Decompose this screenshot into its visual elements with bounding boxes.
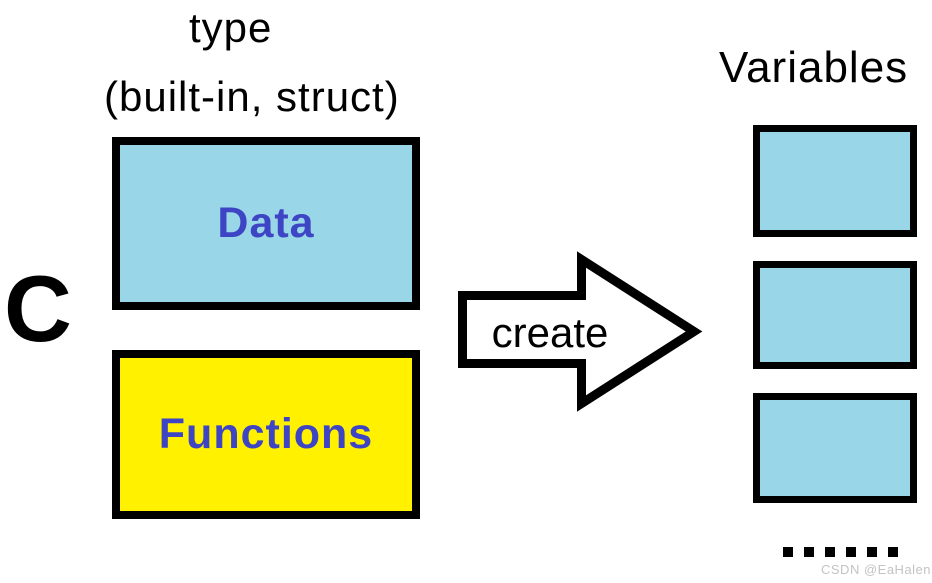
variable-box-2	[753, 261, 917, 369]
data-box-label: Data	[217, 199, 315, 247]
language-label: C	[4, 256, 72, 361]
variable-box-1	[753, 125, 917, 237]
create-arrow-label: create	[491, 309, 609, 356]
watermark: CSDN @EaHalen	[821, 562, 932, 577]
type-title: type	[189, 4, 273, 51]
dot	[804, 547, 814, 557]
type-subtitle: (built-in, struct)	[104, 73, 400, 120]
dot	[867, 547, 877, 557]
dot	[783, 547, 793, 557]
create-arrow-icon	[458, 251, 703, 412]
ellipsis-dots	[783, 547, 898, 557]
variables-title: Variables	[719, 43, 909, 92]
functions-box: Functions	[112, 350, 420, 519]
data-box: Data	[112, 137, 420, 310]
functions-box-label: Functions	[158, 410, 374, 458]
arrow-shape	[458, 251, 703, 412]
dot	[825, 547, 835, 557]
dot	[846, 547, 856, 557]
variable-box-3	[753, 393, 917, 503]
dot	[888, 547, 898, 557]
